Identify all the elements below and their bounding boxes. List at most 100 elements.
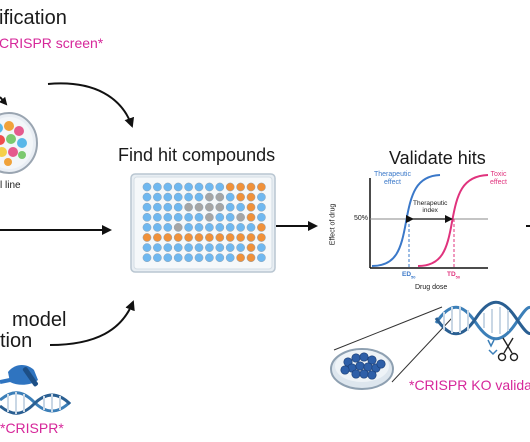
plate-well [225,192,235,202]
plate-well [173,182,183,192]
plate-well [257,223,266,232]
plate-well [153,243,162,252]
plate-well [215,223,225,232]
plate-well [184,233,193,242]
top-left-title: ification [0,7,67,29]
plate-well [205,182,214,192]
plate-well [142,243,152,252]
plate-well [225,223,235,232]
plate-well [194,223,204,232]
arrow-bottom-curved [49,300,135,346]
plate-well [194,182,204,192]
plate-well [142,192,152,202]
bottom-left-title-1: model [12,309,67,331]
plate-well [173,212,183,222]
plate-well [184,223,193,232]
plate-well [194,243,204,252]
plate-well [215,212,225,222]
plate-well [163,223,173,232]
plate-well [246,253,256,263]
plate-well [194,212,204,222]
ko-cell [355,361,365,371]
plate-well [236,202,245,212]
plate-well [257,253,266,263]
plate-well [173,253,183,263]
plate-well [194,202,204,212]
small-arrow-to-dish [0,96,8,106]
plate-well [257,202,266,212]
plate-well [205,212,214,222]
plate-well [205,233,214,242]
cell-line-label: l line [0,180,21,191]
plate-well [246,223,256,232]
bottom-left-title-2: tion [0,330,33,352]
plate-well [225,243,235,252]
plate-well [215,243,225,252]
plate-well [184,182,193,192]
plate-well [194,233,204,242]
plate-well [173,223,183,232]
plate-well [173,243,183,252]
plate-well [153,253,162,263]
plate-well [236,223,245,232]
plate-well [153,212,162,222]
plate-well [246,192,256,202]
plate-well [225,233,235,242]
plate-well [246,233,256,242]
plate-well [236,233,245,242]
plate-well [194,192,204,202]
plate-well [246,202,256,212]
plate-well [225,202,235,212]
plate-well [142,182,152,192]
fifty-percent-label: 50% [354,215,369,222]
plate-well [194,253,204,263]
plate-well [236,192,245,202]
x-axis-label: Drug dose [415,284,448,291]
plate-well [257,182,266,192]
plate-well [142,253,152,263]
plate-well [153,223,162,232]
plate-well [215,233,225,242]
find-hit-title: Find hit compounds [118,145,276,165]
plate-well [184,192,193,202]
plate-well [153,233,162,242]
plate-well [142,233,152,242]
dose-response-graph [369,174,489,269]
plate-well [257,212,266,222]
plate-well [257,233,266,242]
cut-mark-icon [487,339,498,356]
ko-cell [359,352,369,362]
plate-well [163,192,173,202]
plate-well [215,192,225,202]
plate-well [173,192,183,202]
scissors-icon [497,337,519,362]
plate-well [215,253,225,263]
td50-label: TD50 [447,271,461,280]
y-axis-label: Effect of drug [329,203,337,246]
plate-well [163,253,173,263]
plate-well [184,212,193,222]
plate-well [173,202,183,212]
plate-well [173,233,183,242]
plate-well [215,182,225,192]
plate-well [205,223,214,232]
petri-dish-cells [0,112,38,174]
plate-well [153,192,162,202]
ko-cell [351,369,361,379]
plate-well [205,202,214,212]
plate-well [142,223,152,232]
ko-cell [367,355,377,365]
plate-well [163,212,173,222]
plate-well [184,253,193,263]
ko-cell [359,369,369,379]
plate-well [225,182,235,192]
crispr-ko-validation-tag: *CRISPR KO valida [409,377,530,393]
ko-cell [376,359,386,369]
plate-well [246,212,256,222]
plate-well [236,243,245,252]
plate-well [225,253,235,263]
plate-well [236,253,245,263]
